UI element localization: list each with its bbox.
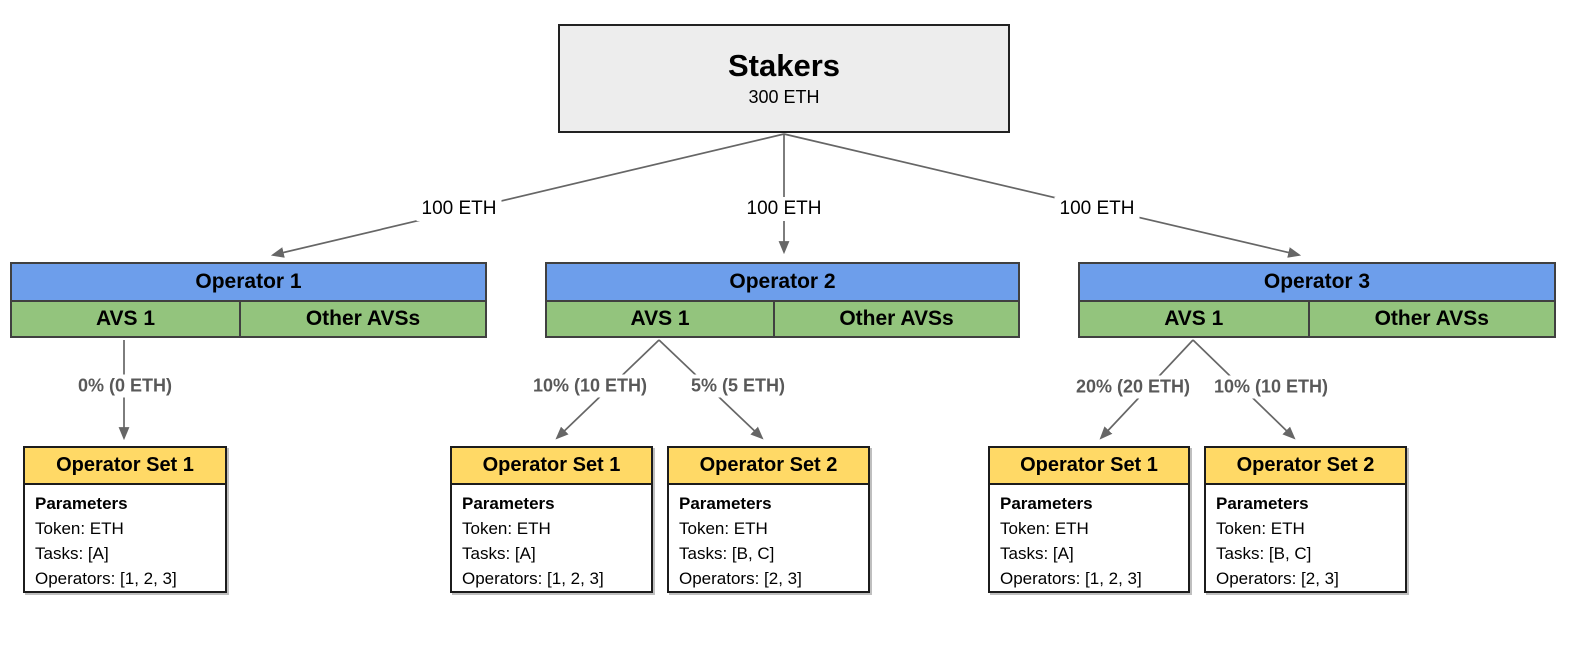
operator1-other-avss-cell: Other AVSs [241, 302, 485, 336]
edge-stakers-to-operator3 [783, 133, 1302, 258]
operator-set-title: Operator Set 2 [669, 448, 868, 485]
delegation-label-operator2: 100 ETH [741, 197, 827, 221]
allocation-label-op2-set2: 5% (5 ETH) [686, 374, 790, 398]
operator3-avs-row: AVS 1 Other AVSs [1080, 302, 1554, 336]
stakers-amount: 300 ETH [748, 86, 820, 107]
parameters-heading: Parameters [679, 494, 772, 513]
operator-set-parameters: Parameters Token: ETH Tasks: [B, C] Oper… [1206, 485, 1405, 597]
operator1-avs1-cell: AVS 1 [12, 302, 242, 336]
parameters-heading: Parameters [35, 494, 128, 513]
operator-set-title: Operator Set 1 [990, 448, 1188, 485]
operator3-avs1-cell: AVS 1 [1080, 302, 1310, 336]
operator3-node: Operator 3 AVS 1 Other AVSs [1078, 262, 1556, 338]
stakers-title: Stakers [727, 48, 841, 84]
param-operators: Operators: [1, 2, 3] [1000, 569, 1142, 588]
allocation-label-op1-set1: 0% (0 ETH) [73, 374, 177, 398]
operator-set-parameters: Parameters Token: ETH Tasks: [A] Operato… [990, 485, 1188, 597]
operator1-node: Operator 1 AVS 1 Other AVSs [10, 262, 487, 338]
operator2-title: Operator 2 [547, 264, 1018, 302]
delegation-label-operator1: 100 ETH [416, 197, 502, 221]
param-token: Token: ETH [35, 519, 124, 538]
param-operators: Operators: [1, 2, 3] [35, 569, 177, 588]
param-operators: Operators: [2, 3] [679, 569, 802, 588]
delegation-label-operator3: 100 ETH [1054, 197, 1140, 221]
operator2-other-avss-cell: Other AVSs [775, 302, 1018, 336]
operator2-node: Operator 2 AVS 1 Other AVSs [545, 262, 1020, 338]
op2-operator-set2-node: Operator Set 2 Parameters Token: ETH Tas… [667, 446, 870, 593]
param-token: Token: ETH [679, 519, 768, 538]
param-token: Token: ETH [462, 519, 551, 538]
operator3-title: Operator 3 [1080, 264, 1554, 302]
param-token: Token: ETH [1000, 519, 1089, 538]
operator2-avs1-cell: AVS 1 [547, 302, 776, 336]
parameters-heading: Parameters [462, 494, 555, 513]
param-tasks: Tasks: [B, C] [1216, 544, 1312, 563]
operator-set-parameters: Parameters Token: ETH Tasks: [A] Operato… [452, 485, 651, 597]
operator-set-title: Operator Set 1 [452, 448, 651, 485]
operator1-avs-row: AVS 1 Other AVSs [12, 302, 485, 336]
operator2-avs-row: AVS 1 Other AVSs [547, 302, 1018, 336]
op2-operator-set1-node: Operator Set 1 Parameters Token: ETH Tas… [450, 446, 653, 593]
param-operators: Operators: [1, 2, 3] [462, 569, 604, 588]
param-token: Token: ETH [1216, 519, 1305, 538]
stakers-node: Stakers 300 ETH [558, 24, 1010, 133]
param-tasks: Tasks: [A] [1000, 544, 1074, 563]
param-tasks: Tasks: [A] [462, 544, 536, 563]
op3-operator-set2-node: Operator Set 2 Parameters Token: ETH Tas… [1204, 446, 1407, 593]
op3-operator-set1-node: Operator Set 1 Parameters Token: ETH Tas… [988, 446, 1190, 593]
param-operators: Operators: [2, 3] [1216, 569, 1339, 588]
allocation-label-op3-set2: 10% (10 ETH) [1209, 375, 1333, 399]
operator-set-parameters: Parameters Token: ETH Tasks: [A] Operato… [25, 485, 225, 597]
param-tasks: Tasks: [B, C] [679, 544, 775, 563]
allocation-label-op3-set1: 20% (20 ETH) [1071, 375, 1195, 399]
parameters-heading: Parameters [1000, 494, 1093, 513]
operator-set-parameters: Parameters Token: ETH Tasks: [B, C] Oper… [669, 485, 868, 597]
operator3-other-avss-cell: Other AVSs [1309, 302, 1554, 336]
param-tasks: Tasks: [A] [35, 544, 109, 563]
operator-set-title: Operator Set 2 [1206, 448, 1405, 485]
allocation-label-op2-set1: 10% (10 ETH) [528, 374, 652, 398]
operator1-title: Operator 1 [12, 264, 485, 302]
parameters-heading: Parameters [1216, 494, 1309, 513]
edge-stakers-to-operator1 [270, 133, 785, 258]
op1-operator-set1-node: Operator Set 1 Parameters Token: ETH Tas… [23, 446, 227, 593]
operator-set-title: Operator Set 1 [25, 448, 225, 485]
